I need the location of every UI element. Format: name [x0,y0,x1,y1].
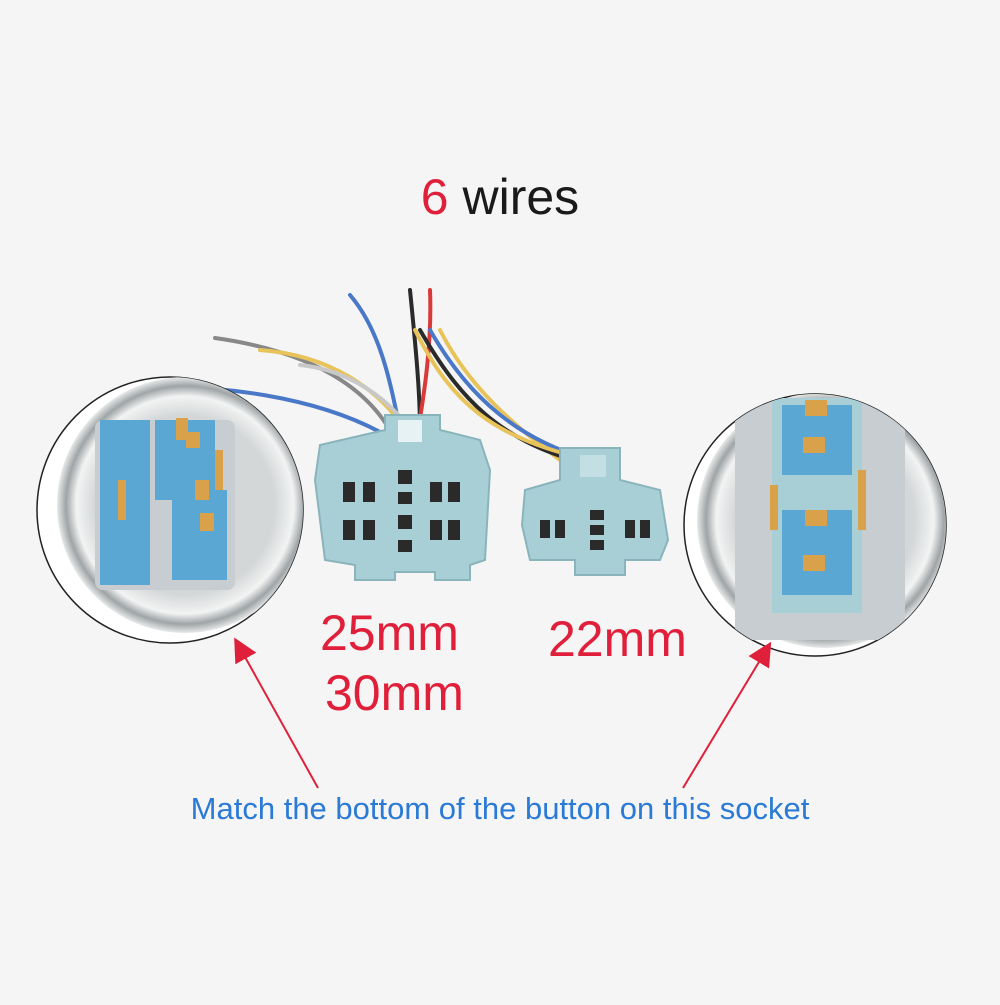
size-label-30mm: 30mm [325,665,464,721]
arrow-left [234,637,319,789]
size-label-25mm: 25mm [320,605,459,661]
title-number: 6 [420,169,449,225]
title-6-wires: 6 wires [0,172,1000,222]
socket-small [520,447,670,576]
left-button-closeup [36,376,304,644]
socket-large [313,414,492,581]
size-label-22mm: 22mm [548,611,687,667]
arrow-right [682,641,772,789]
right-button-closeup [683,393,947,657]
title-text: wires [448,169,580,225]
caption-text: Match the bottom of the button on this s… [190,791,810,826]
